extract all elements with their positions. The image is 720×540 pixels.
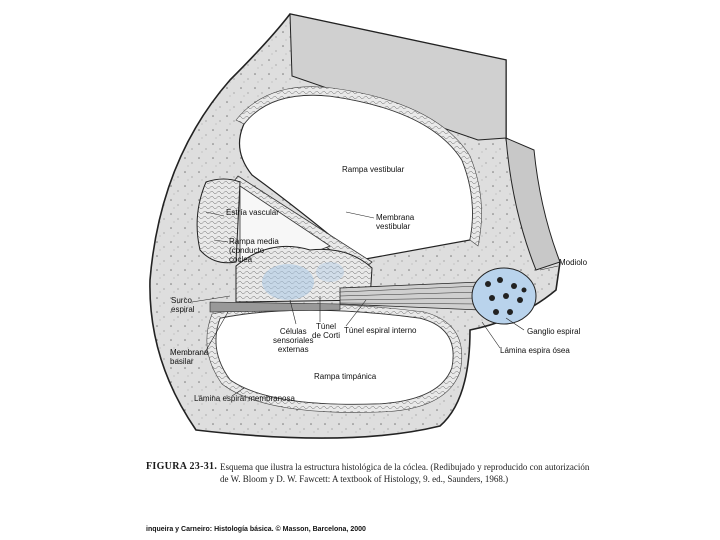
ganglion-cells	[485, 277, 527, 315]
label-ganglio-espiral: Ganglio espiral	[527, 327, 581, 336]
label-surco-espiral: Surco espiral	[171, 296, 195, 314]
label-estria-vascular: Estría vascular	[226, 208, 279, 217]
label-membrana-basilar: Membrana basilar	[170, 348, 209, 366]
modiolus	[505, 137, 561, 271]
label-tunel-espiral: Túnel espiral interno	[344, 326, 417, 335]
label-lamina-ospira: Lámina espira ósea	[500, 346, 570, 355]
label-rampa-timpanica: Rampa timpánica	[314, 372, 377, 381]
label-lamina-espiral-membranosa: Lámina espiral membranosa	[194, 394, 295, 403]
figure-number: FIGURA 23-31.	[146, 461, 218, 472]
caption-line-2: de W. Bloom y D. W. Fawcett: A textbook …	[220, 474, 509, 484]
label-rampa-vestibular: Rampa vestibular	[342, 165, 405, 174]
bone-slab	[289, 13, 507, 141]
label-celulas-sensoriales: Células sensoriales externas	[273, 327, 314, 354]
stria-vascularis	[196, 178, 241, 264]
basilar-membrane	[209, 301, 341, 313]
label-tunel-corti: Túnel de Corti	[312, 322, 341, 340]
label-membrana-vestibular: Membrana vestibular	[376, 213, 415, 231]
label-modiolo: Modiolo	[559, 258, 588, 267]
leader-lines	[191, 211, 559, 397]
source-credit: inqueira y Carneiro: Histología básica. …	[146, 526, 366, 533]
label-rampa-media: Rampa media (conducto coclea	[229, 237, 279, 264]
corti-highlight	[262, 264, 314, 300]
caption-line-1: Esquema que ilustra la estructura histol…	[220, 462, 590, 472]
scala-tympani-lining	[206, 304, 463, 413]
corti-highlight-2	[316, 262, 344, 282]
scala-vestibuli-lining	[235, 86, 482, 247]
